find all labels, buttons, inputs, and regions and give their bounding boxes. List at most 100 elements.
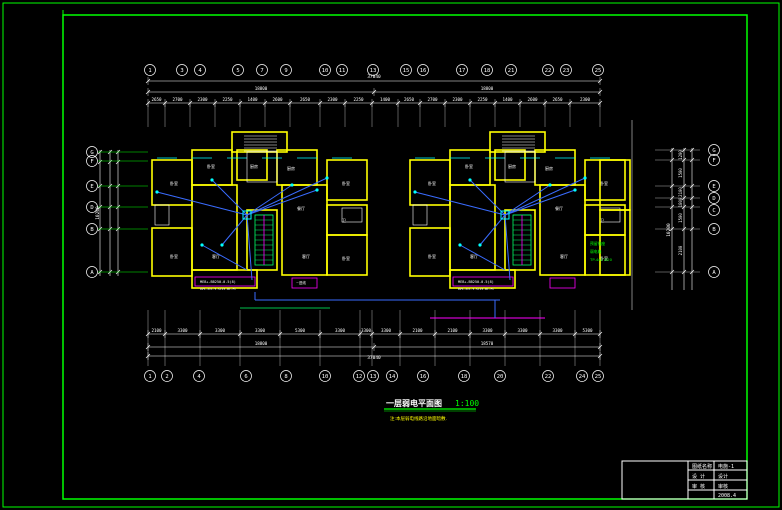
axis-right-B-label: B bbox=[712, 227, 716, 233]
axis-left-E bbox=[86, 180, 98, 192]
axis-bottom-13-label: 13 bbox=[370, 374, 377, 380]
wiring-layer bbox=[155, 120, 633, 319]
axis-top-16-label: 16 bbox=[420, 68, 427, 74]
axis-bottom-2-label: 2 bbox=[165, 374, 168, 380]
dim-top-seg-label: 2250 bbox=[477, 97, 488, 102]
axis-right-B bbox=[708, 223, 720, 235]
outlet-symbol bbox=[155, 190, 159, 194]
dim-top-seg-label: 2650 bbox=[151, 97, 162, 102]
axis-bottom-8-label: 8 bbox=[284, 374, 287, 380]
dim-right-seg: 1500 bbox=[678, 213, 683, 223]
axis-bottom-12-label: 12 bbox=[356, 374, 363, 380]
axis-bottom-10-label: 10 bbox=[322, 374, 329, 380]
axis-bottom-24 bbox=[576, 370, 588, 382]
panel-sub-right: RVS-2x1.5-SC15-WC-FC bbox=[458, 287, 494, 291]
unit-left-wall bbox=[326, 234, 368, 276]
unit-left-room-label: 餐厅 bbox=[297, 205, 305, 211]
dim-top-half-label: 18800 bbox=[255, 86, 268, 91]
dim-bot-seg-label: 5300 bbox=[582, 328, 593, 333]
panel-label-right: MEB+-BB250-0.5(8) bbox=[458, 280, 494, 284]
outlet-symbol bbox=[573, 188, 577, 192]
unit-right-wall bbox=[409, 227, 451, 277]
outlet-symbol bbox=[315, 188, 319, 192]
axis-top-13-label: 13 bbox=[370, 68, 377, 74]
dim-top-seg-label: 2700 bbox=[172, 97, 183, 102]
unit-right-wall bbox=[449, 269, 516, 289]
axis-top-10 bbox=[319, 64, 331, 76]
weak-current-wire bbox=[246, 189, 318, 216]
title-block-check: 审 核 bbox=[692, 483, 705, 490]
title-block-sheet: 电施-1 bbox=[718, 463, 734, 470]
floor-plan[interactable]: 卧室卧室卧室客厅厨房厨房客厅卧室卧室餐厅卫卧室卧室卧室客厅厨房厨房客厅卧室卧室餐… bbox=[151, 131, 631, 291]
axis-top-23 bbox=[560, 64, 572, 76]
dim-top-total-label: 37040 bbox=[367, 74, 381, 80]
dim-bot-seg-label: 3300 bbox=[517, 328, 528, 333]
dim-top-seg-label: 1400 bbox=[247, 97, 258, 102]
side-note: 预留插座 bbox=[590, 241, 605, 246]
axis-top-15 bbox=[400, 64, 412, 76]
dim-top-seg-label: 2250 bbox=[353, 97, 364, 102]
axis-top-17 bbox=[456, 64, 468, 76]
dim-top-seg-label: 2300 bbox=[197, 97, 208, 102]
dim-bot-seg-label: 5300 bbox=[295, 328, 306, 333]
axis-top-7 bbox=[256, 64, 268, 76]
axis-right-F bbox=[708, 154, 720, 166]
dim-top-seg-label: 2650 bbox=[300, 97, 311, 102]
unit-left-room-label: 卧室 bbox=[207, 163, 215, 169]
axis-top-22 bbox=[542, 64, 554, 76]
axis-bottom-22-label: 22 bbox=[545, 374, 552, 380]
unit-right-room-label: 客厅 bbox=[560, 253, 568, 259]
unit-left-room-label: 客厅 bbox=[212, 253, 220, 259]
axis-top-9 bbox=[280, 64, 292, 76]
axis-bottom-14 bbox=[386, 370, 398, 382]
outlet-symbol bbox=[413, 190, 417, 194]
panel-sub-left: RVS-2x1.5-SC15-WC-FC bbox=[200, 287, 236, 291]
axis-top-5-label: 5 bbox=[236, 68, 239, 74]
outlet-symbol bbox=[290, 183, 294, 187]
weak-current-wire bbox=[504, 214, 511, 281]
dim-right-seg: 1800 bbox=[678, 197, 683, 207]
axis-bottom-25 bbox=[592, 370, 604, 382]
outlet-symbol bbox=[548, 183, 552, 187]
axis-top-15-label: 15 bbox=[403, 68, 410, 74]
axis-top-1 bbox=[144, 64, 156, 76]
unit-edge-wall bbox=[599, 209, 631, 276]
dim-top-seg-label: 2250 bbox=[222, 97, 233, 102]
axis-top-21 bbox=[505, 64, 517, 76]
title-block-design-val: 设计 bbox=[718, 473, 728, 480]
axis-right-C-label: C bbox=[712, 208, 715, 214]
unit-right-room-label: 卧室 bbox=[465, 163, 473, 169]
weak-current-wire bbox=[469, 179, 506, 216]
dim-bot-total-label: 37040 bbox=[367, 355, 381, 361]
unit-right-room-label: 厨房 bbox=[545, 165, 553, 171]
axis-right-F-label: F bbox=[712, 158, 715, 164]
title-block-design: 设 计 bbox=[692, 473, 705, 480]
axis-top-25-label: 25 bbox=[595, 68, 602, 74]
dim-top-seg-label: 2300 bbox=[580, 97, 591, 102]
unit-left-room-label: 厨房 bbox=[250, 163, 258, 169]
drawing-title-group[interactable]: 一层弱电平面图 1:100 注:本层弱电线路沿地面暗敷. bbox=[384, 398, 479, 422]
dim-bot-seg-label: 3300 bbox=[552, 328, 563, 333]
distribution-box bbox=[242, 210, 252, 220]
axis-top-7-label: 7 bbox=[260, 68, 263, 74]
axis-right-E-label: E bbox=[712, 184, 715, 190]
entry-label: ~进线 bbox=[296, 280, 306, 285]
distribution-box bbox=[500, 210, 510, 220]
unit-left-room-label: 卧室 bbox=[342, 180, 350, 186]
axis-top-17-label: 17 bbox=[459, 68, 466, 74]
weak-current-wire bbox=[504, 189, 576, 216]
dim-right-seg: 1500 bbox=[678, 168, 683, 178]
unit-left-wall bbox=[276, 149, 318, 186]
weak-current-wire bbox=[156, 191, 248, 216]
unit-right-room-label: 厨房 bbox=[508, 163, 516, 169]
dim-right-seg: 2100 bbox=[678, 187, 683, 197]
axis-bottom-1 bbox=[144, 370, 156, 382]
unit-right-wall bbox=[539, 184, 586, 276]
axis-bottom-20 bbox=[494, 370, 506, 382]
axis-left-B bbox=[86, 223, 98, 235]
unit-left-room-label: 卧室 bbox=[170, 180, 178, 186]
dim-bot-half-label: 18800 bbox=[255, 341, 268, 346]
axis-bottom-18 bbox=[458, 370, 470, 382]
axis-top-18 bbox=[481, 64, 493, 76]
